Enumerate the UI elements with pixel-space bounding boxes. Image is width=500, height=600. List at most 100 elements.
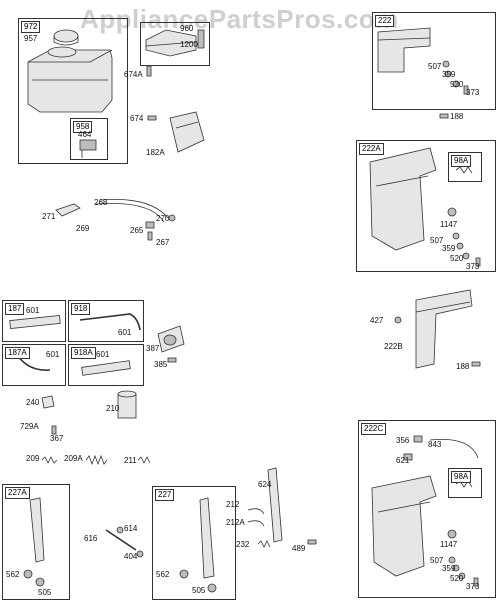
part-label: 271 — [42, 212, 56, 221]
washer-359b — [456, 242, 464, 250]
part-label: 267 — [156, 238, 170, 247]
fuel-shutoff-valve — [197, 29, 205, 49]
group-tag-227: 227 — [155, 489, 175, 501]
part-label: 507 — [428, 62, 442, 71]
control-bracket-222b — [415, 289, 473, 369]
nut-520c — [458, 572, 466, 580]
part-label: 232 — [236, 540, 250, 549]
part-label: 507 — [430, 236, 444, 245]
part-label: 1200 — [180, 40, 198, 49]
group-box-222: 222 — [372, 12, 496, 110]
part-label: 674A — [124, 70, 143, 79]
screw-267 — [147, 231, 153, 241]
part-label: 373 — [466, 262, 480, 271]
spring-211 — [137, 456, 151, 464]
part-label: 367 — [50, 434, 64, 443]
part-label: 188 — [456, 362, 470, 371]
group-tag-972: 972 — [21, 21, 41, 33]
group-box-187: 187 — [2, 300, 66, 342]
cable-clamp-265 — [145, 221, 155, 229]
fuel-cap — [53, 29, 79, 46]
group-tag-222: 222 — [375, 15, 395, 27]
clip-621 — [403, 453, 413, 461]
screw-188b — [471, 361, 481, 367]
part-label: 562 — [6, 570, 20, 579]
screw-373c — [473, 577, 479, 587]
tube-918 — [79, 313, 141, 331]
part-label: 621 — [396, 456, 410, 465]
tank-bracket — [145, 29, 197, 57]
throttle-cable — [95, 199, 169, 223]
washer-404 — [136, 550, 144, 558]
screw-373a — [463, 85, 469, 95]
group-tag-222c: 222C — [361, 423, 387, 435]
part-label: 182A — [146, 148, 165, 157]
link-616 — [105, 529, 137, 551]
part-label: 957 — [24, 34, 38, 43]
part-label: 520 — [450, 254, 464, 263]
part-label: 359 — [442, 244, 456, 253]
watermark: AppliancePartsPros.com — [80, 4, 399, 34]
group-box-918a: 918A — [68, 344, 144, 386]
group-tag-98a-2: 98A — [451, 471, 472, 483]
part-label: 960 — [180, 24, 194, 33]
part-label: 624 — [258, 480, 272, 489]
bolt-505b — [207, 583, 217, 593]
part-label: 359 — [442, 70, 456, 79]
part-label: 211 — [124, 456, 137, 465]
part-label: 212 — [226, 500, 240, 509]
part-label: 614 — [124, 524, 138, 533]
part-label: 505 — [38, 588, 52, 597]
group-tag-227a: 227A — [5, 487, 30, 499]
group-box-98a-2: 98A — [448, 468, 482, 498]
washer-1147a — [447, 207, 457, 217]
governor-lever-227 — [199, 497, 215, 579]
part-label: 209 — [26, 454, 40, 463]
part-label: 240 — [26, 398, 40, 407]
group-box-227a: 227A — [2, 484, 70, 600]
part-label: 212A — [226, 518, 245, 527]
screw-674a — [146, 65, 152, 77]
bolt-505a — [35, 577, 45, 587]
part-label: 359 — [442, 564, 456, 573]
nut-520b — [462, 252, 470, 260]
washer-359c — [452, 564, 460, 572]
cable-lever-271 — [55, 203, 81, 217]
washer-359a — [444, 70, 452, 78]
part-label: 188 — [450, 112, 464, 121]
cable-clip-270 — [168, 214, 176, 222]
spring-98a-1 — [455, 166, 473, 174]
screw-367 — [51, 425, 57, 435]
part-label: 210 — [106, 404, 120, 413]
group-tag-918a: 918A — [71, 347, 96, 359]
part-label: 427 — [370, 316, 384, 325]
screw-427 — [394, 316, 402, 324]
screw-373b — [475, 257, 481, 267]
part-label: 209A — [64, 454, 83, 463]
bushing-614 — [116, 526, 124, 534]
clip-240 — [41, 395, 55, 409]
part-label: 674 — [130, 114, 144, 123]
part-label: 222B — [384, 342, 403, 351]
part-label: 601 — [26, 306, 40, 315]
clip-356 — [413, 435, 423, 443]
control-bracket-222a — [369, 147, 437, 251]
group-box-918: 918 — [68, 300, 144, 342]
nut-562b — [179, 569, 189, 579]
governor-lever-227a — [29, 497, 45, 563]
group-box-valve — [140, 22, 210, 66]
group-box-222a: 222A — [356, 140, 496, 272]
group-box-98a-1: 98A — [448, 152, 482, 182]
part-label: 269 — [76, 224, 90, 233]
screw-188a — [439, 113, 449, 119]
part-label: 270 — [156, 214, 170, 223]
nut-507b — [452, 232, 460, 240]
part-label: 373 — [466, 88, 480, 97]
part-label: 489 — [292, 544, 306, 553]
part-label: 265 — [130, 226, 144, 235]
part-label: 356 — [396, 436, 410, 445]
part-label: 464 — [78, 130, 92, 139]
part-label: 268 — [94, 198, 108, 207]
group-box-958: 958 — [70, 118, 108, 160]
